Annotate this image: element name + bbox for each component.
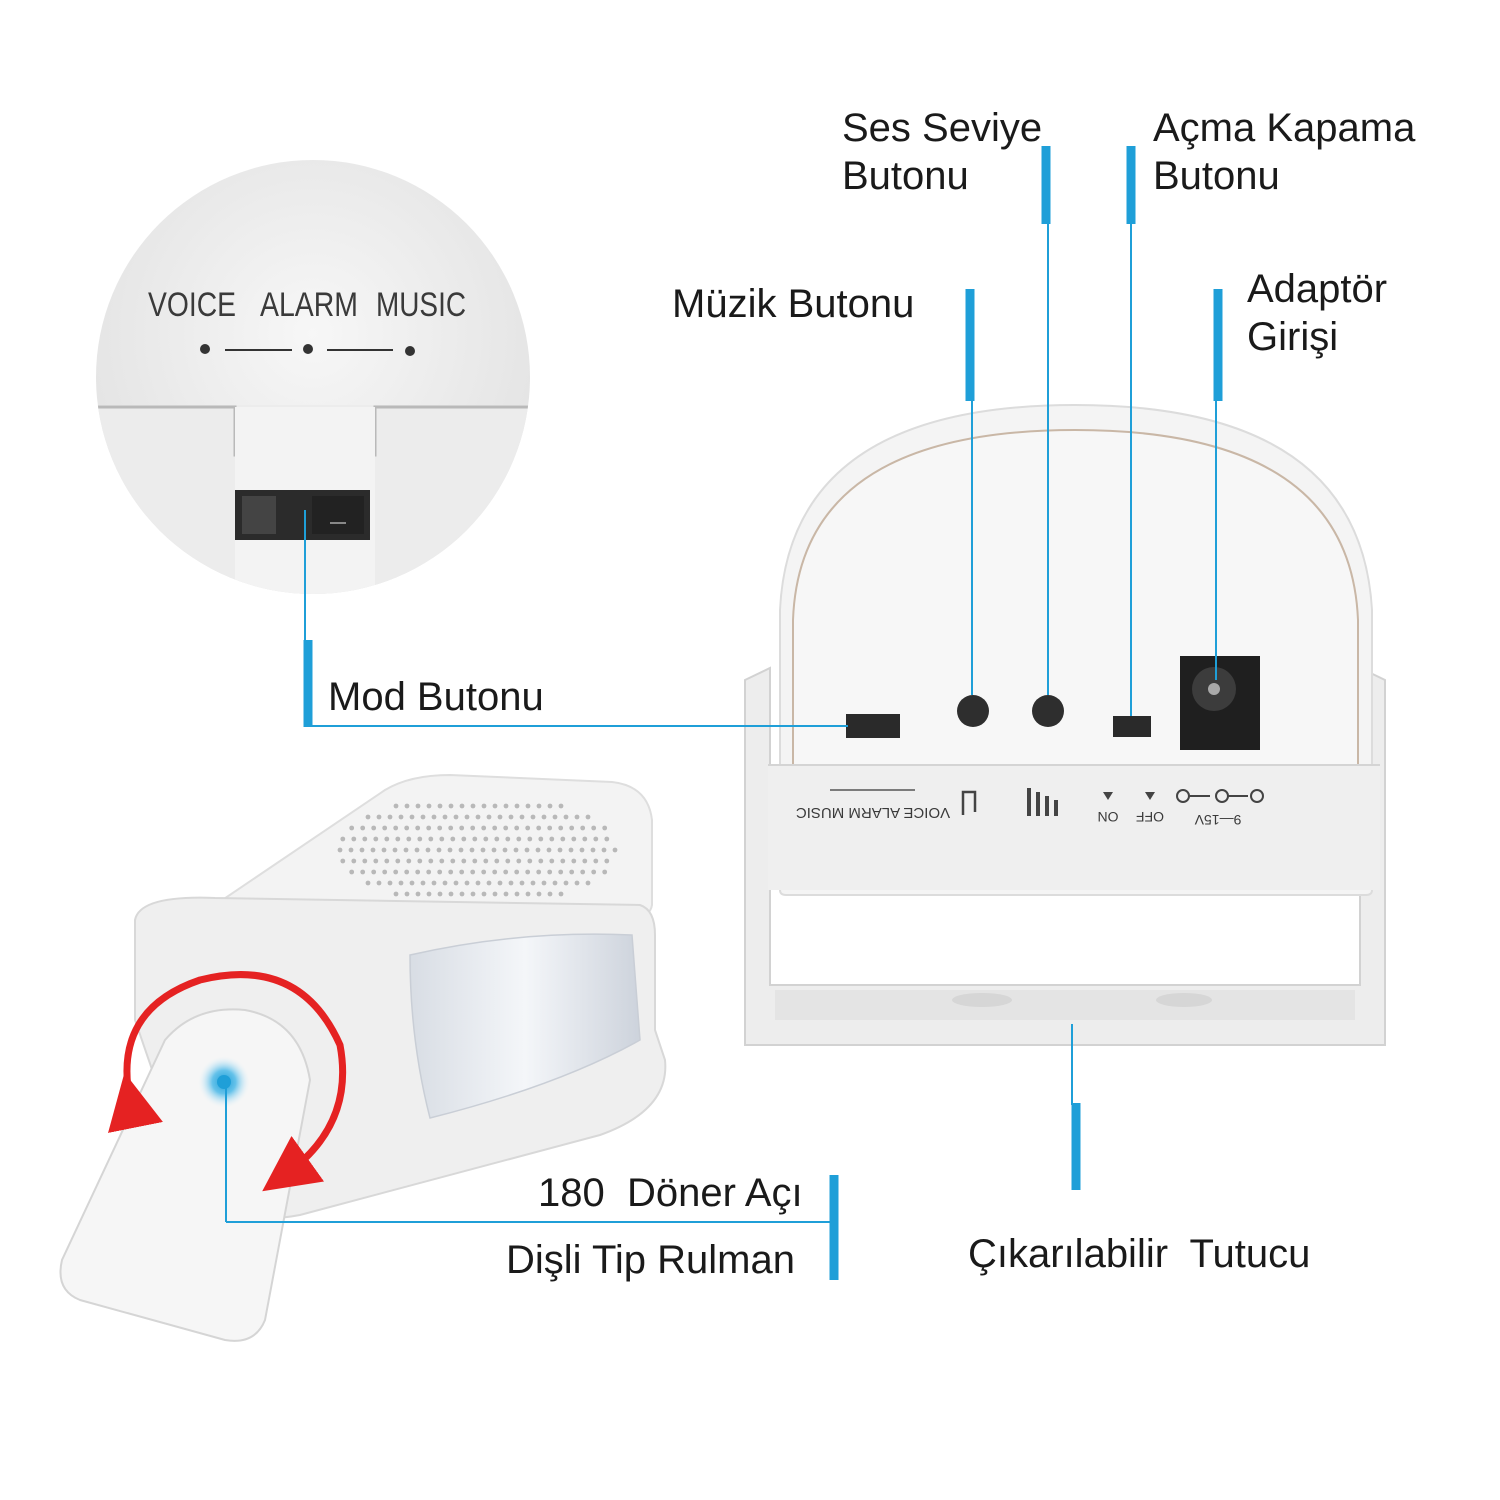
label-ses-seviye: Ses Seviye Butonu (842, 104, 1042, 200)
closeup-mode-alarm: ALARM (260, 286, 358, 324)
label-disli-tip: Dişli Tip Rulman (506, 1238, 795, 1282)
label-tutucu: Çıkarılabilir Tutucu (968, 1232, 1311, 1276)
speaker-grille (337, 803, 618, 897)
label-mod: Mod Butonu (328, 675, 544, 719)
motion-sensor-device (59, 773, 667, 1342)
closeup-mode-music: MUSIC (376, 286, 466, 324)
label-adaptor-line2: Girişi (1247, 315, 1339, 359)
label-ses-seviye-line2: Butonu (842, 154, 969, 198)
label-muzik: Müzik Butonu (672, 282, 915, 326)
label-adaptor: Adaptör Girişi (1247, 265, 1387, 361)
label-adaptor-line1: Adaptör (1247, 267, 1388, 311)
power-polarity-icon (1176, 789, 1264, 803)
label-acma-kapama-line2: Butonu (1153, 154, 1280, 198)
music-note-icon (961, 790, 977, 815)
callout-lines (225, 146, 1223, 1280)
mode-switch[interactable] (846, 714, 900, 738)
volume-bars-icon (1027, 788, 1058, 816)
switch-off-label: OFF (1136, 809, 1164, 825)
switch-on-label: ON (1098, 809, 1119, 825)
label-doner-aci: 180 Döner Açı (538, 1171, 803, 1215)
voltage-label: 9—15V (1194, 812, 1241, 828)
back-mode-label: VOICE ALARM MUSIC (796, 804, 950, 821)
power-switch[interactable] (1113, 716, 1151, 737)
rotation-arrow-icon (108, 971, 347, 1192)
label-ses-seviye-line1: Ses Seviye (842, 106, 1043, 150)
label-acma-kapama: Açma Kapama Butonu (1153, 104, 1415, 200)
closeup-mode-voice: VOICE (148, 286, 236, 324)
volume-button[interactable] (1032, 695, 1064, 727)
music-button[interactable] (957, 695, 989, 727)
device-back-view: VOICE ALARM MUSIC ON OFF 9—15V (744, 403, 1386, 1046)
adapter-port[interactable] (1180, 656, 1260, 750)
label-acma-kapama-line1: Açma Kapama (1153, 106, 1416, 150)
mode-switch-closeup: VOICE ALARM MUSIC (96, 160, 530, 594)
